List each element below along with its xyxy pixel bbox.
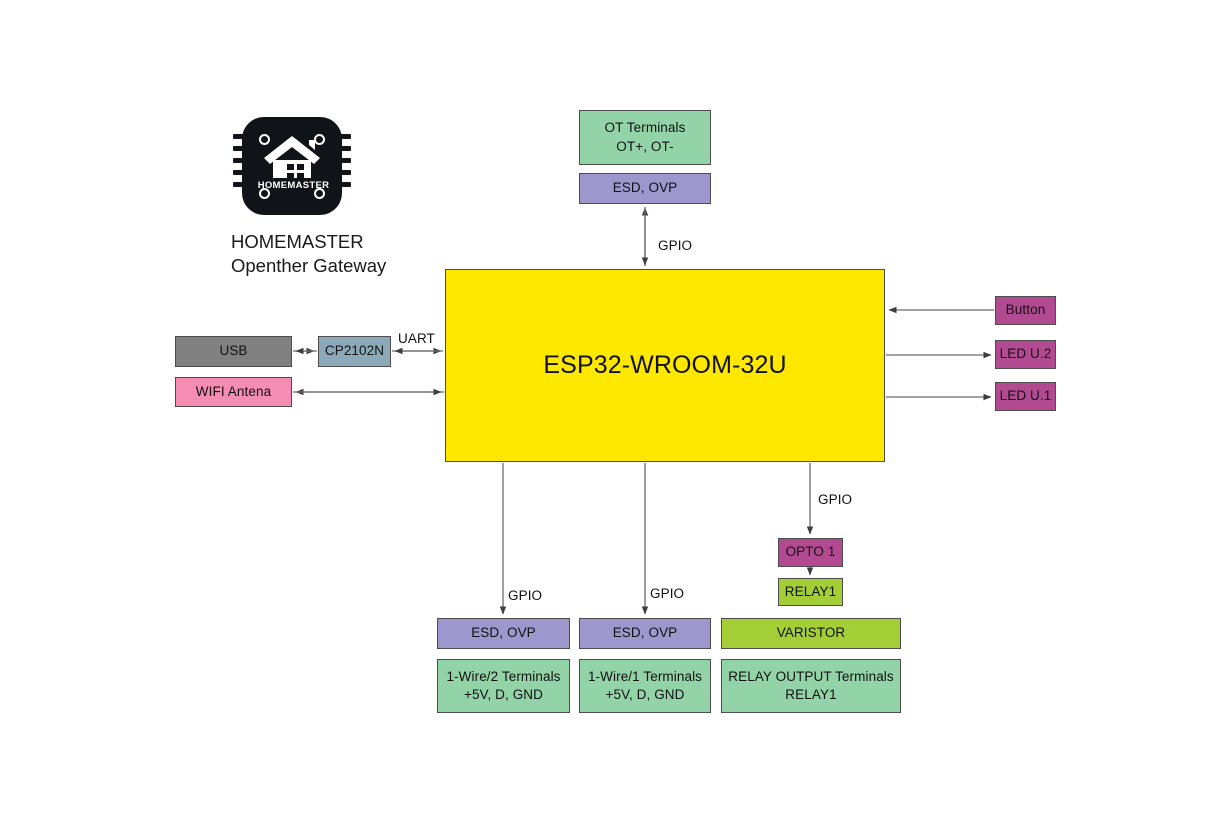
- node-led-u2-label: LED U.2: [999, 346, 1052, 362]
- node-onewire2-line1: 1-Wire/2 Terminals: [446, 668, 561, 684]
- node-usb-label: USB: [219, 343, 248, 359]
- node-ot-terminals-line2: OT+, OT-: [616, 138, 674, 154]
- node-varistor-label: VARISTOR: [776, 625, 846, 641]
- node-relay-output-terminals[interactable]: RELAY OUTPUT Terminals RELAY1: [721, 659, 901, 713]
- node-onewire1-line1: 1-Wire/1 Terminals: [587, 668, 703, 684]
- node-cp2102n-label: CP2102N: [324, 343, 385, 359]
- brand-name-line2: Openther Gateway: [231, 254, 387, 276]
- node-esd-ovp-ot[interactable]: ESD, OVP: [579, 173, 711, 204]
- node-esd-ovp-onewire2-label: ESD, OVP: [471, 625, 536, 641]
- node-ot-terminals-line1: OT Terminals: [604, 120, 686, 136]
- edge-label-uart: UART: [398, 331, 435, 346]
- node-button[interactable]: Button: [995, 296, 1056, 325]
- brand-name: HOMEMASTER Openther Gateway: [231, 230, 429, 277]
- node-relay-output-line1: RELAY OUTPUT Terminals: [728, 668, 894, 684]
- node-led-u2[interactable]: LED U.2: [995, 340, 1056, 369]
- node-led-u1[interactable]: LED U.1: [995, 382, 1056, 411]
- house-icon: [264, 136, 320, 178]
- node-esp32-wroom-32u[interactable]: ESP32-WROOM-32U: [445, 269, 885, 462]
- node-relay1-label: RELAY1: [784, 583, 837, 599]
- edge-label-gpio-onewire1: GPIO: [650, 586, 685, 601]
- node-onewire2-terminals[interactable]: 1-Wire/2 Terminals +5V, D, GND: [437, 659, 570, 713]
- node-esd-ovp-ot-label: ESD, OVP: [612, 180, 678, 196]
- node-onewire2-line2: +5V, D, GND: [463, 687, 543, 702]
- node-cp2102n[interactable]: CP2102N: [318, 336, 391, 367]
- logo-wordmark: HOMEMASTER: [257, 180, 330, 191]
- node-esd-ovp-onewire1-label: ESD, OVP: [612, 625, 678, 641]
- node-led-u1-label: LED U.1: [999, 388, 1052, 404]
- node-wifi-antenna-label: WIFI Antena: [195, 383, 272, 399]
- node-onewire1-line2: +5V, D, GND: [605, 687, 685, 702]
- node-varistor[interactable]: VARISTOR: [721, 618, 901, 649]
- homemaster-chip-logo-icon: HOMEMASTER: [231, 112, 356, 220]
- brand-name-line1: HOMEMASTER: [231, 231, 364, 252]
- node-opto-1[interactable]: OPTO 1: [778, 538, 843, 567]
- node-usb[interactable]: USB: [175, 336, 292, 367]
- edge-label-gpio-relay: GPIO: [818, 492, 853, 507]
- edge-label-gpio-onewire2: GPIO: [508, 588, 543, 603]
- node-esd-ovp-onewire2[interactable]: ESD, OVP: [437, 618, 570, 649]
- node-button-label: Button: [1005, 302, 1046, 318]
- node-wifi-antenna[interactable]: WIFI Antena: [175, 377, 292, 407]
- node-esp32-label: ESP32-WROOM-32U: [543, 350, 787, 379]
- node-relay1[interactable]: RELAY1: [778, 578, 843, 606]
- node-opto-1-label: OPTO 1: [785, 544, 836, 560]
- node-ot-terminals[interactable]: OT Terminals OT+, OT-: [579, 110, 711, 165]
- node-relay-output-line2: RELAY1: [785, 687, 837, 702]
- edge-label-gpio-ot: GPIO: [658, 238, 693, 253]
- brand-block: HOMEMASTER HOMEMASTER Openther Gateway: [231, 112, 429, 277]
- node-onewire1-terminals[interactable]: 1-Wire/1 Terminals +5V, D, GND: [579, 659, 711, 713]
- node-esd-ovp-onewire1[interactable]: ESD, OVP: [579, 618, 711, 649]
